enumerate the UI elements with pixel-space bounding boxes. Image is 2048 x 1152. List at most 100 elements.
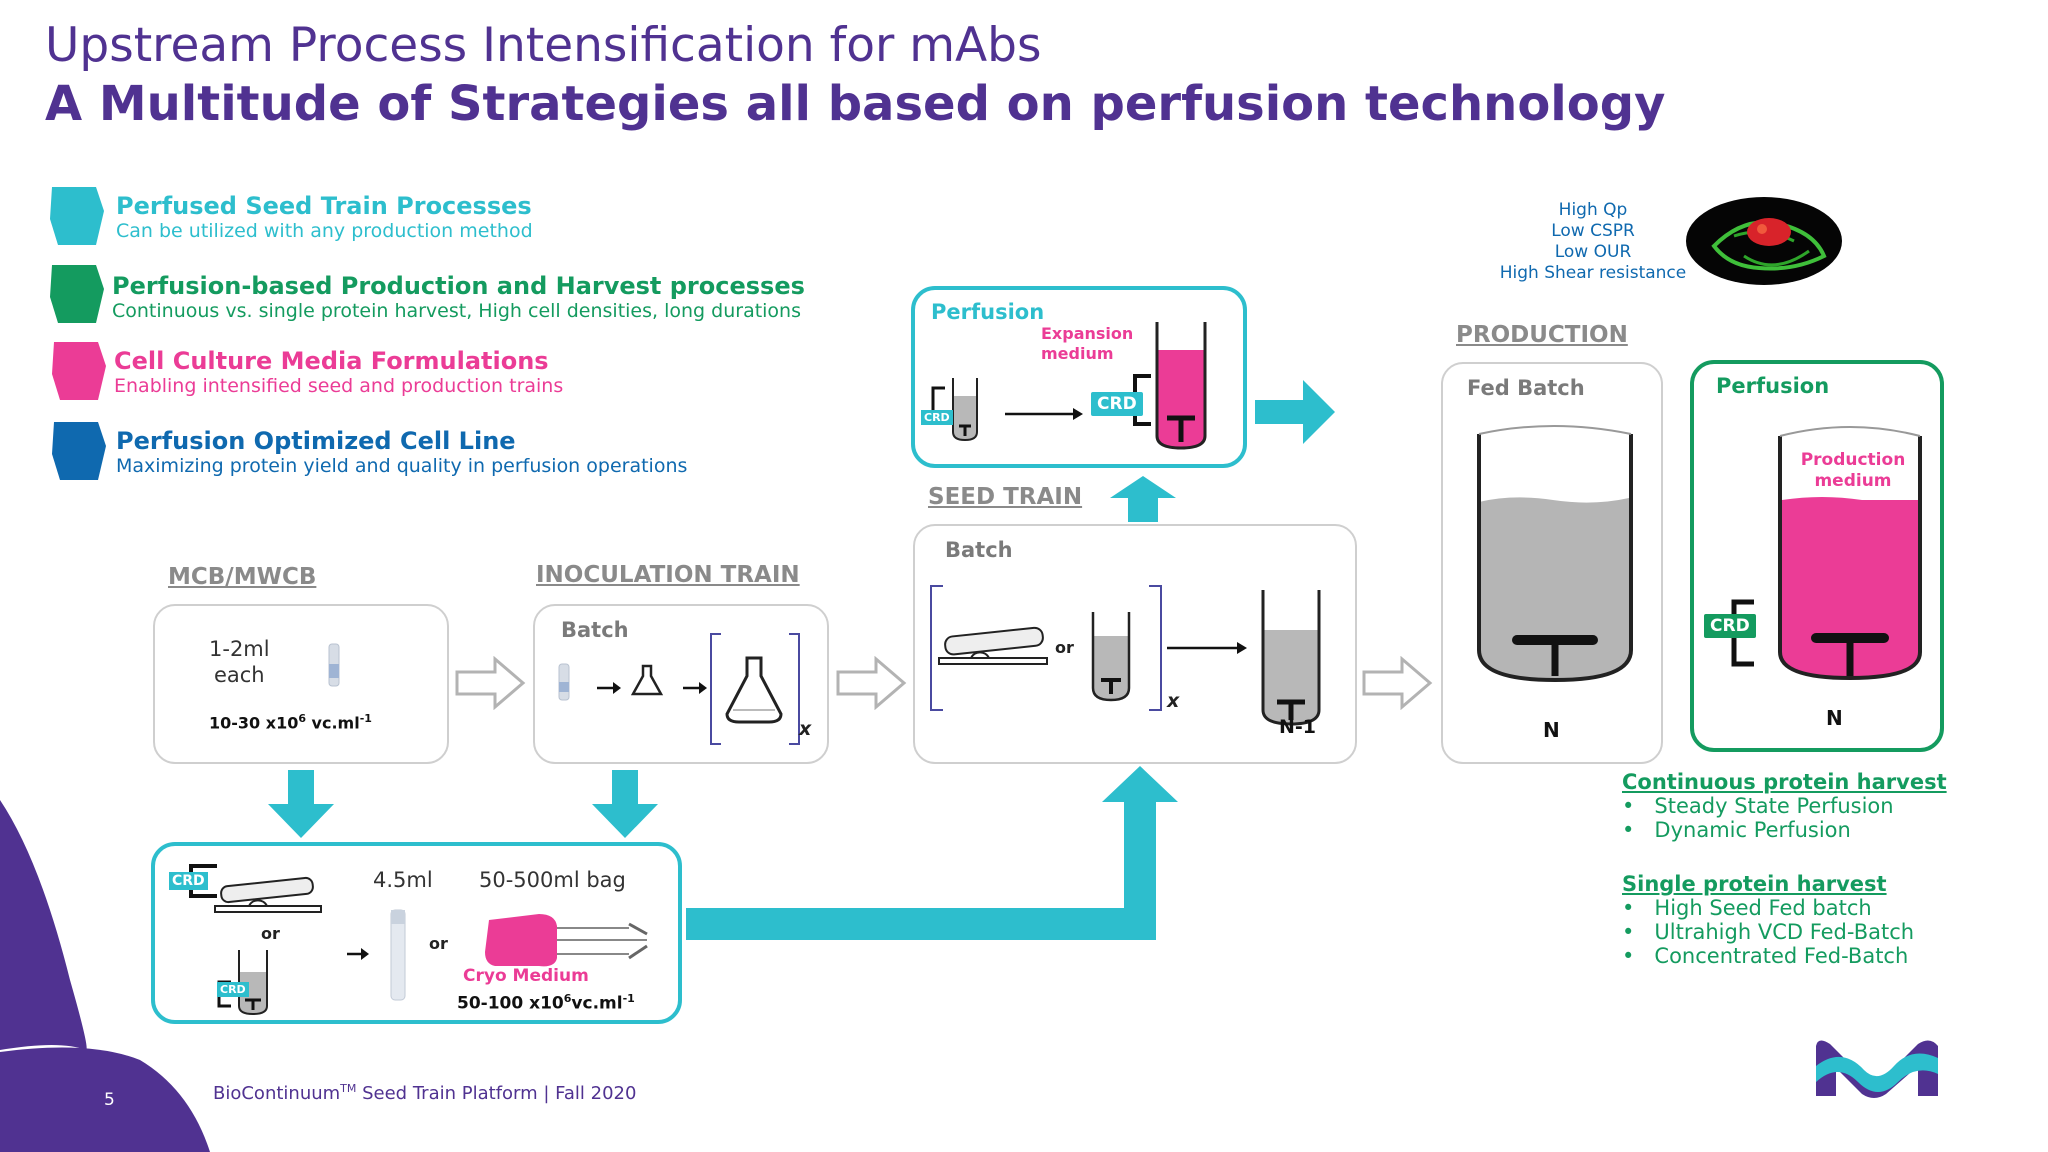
harvest-item: • Concentrated Fed-Batch <box>1622 944 1909 968</box>
legend-item-media: Cell Culture Media Formulations Enabling… <box>114 347 563 397</box>
seed-train-diagram <box>930 585 1321 726</box>
fed-batch-label: Fed Batch <box>1467 376 1585 400</box>
legend-shape-blue <box>52 422 106 480</box>
flask-icon <box>725 656 783 724</box>
harvest-item: • Dynamic Perfusion <box>1622 818 1851 842</box>
legend-title: Cell Culture Media Formulations <box>114 347 549 375</box>
crd-badge: CRD <box>921 410 953 425</box>
cryo-or: or <box>261 924 280 943</box>
crd-badge: CRD <box>169 872 208 890</box>
decorative-shape <box>0 800 210 1152</box>
bioreactor-icon <box>1477 425 1633 683</box>
bioreactor-icon <box>1778 426 1922 680</box>
mcb-density: 10-30 x106 vc.ml-1 <box>209 712 372 733</box>
perfusion-production-stage: N <box>1826 706 1843 730</box>
seed-train-or: or <box>1055 638 1074 657</box>
harvest-single: Single protein harvest • High Seed Fed b… <box>1622 872 1914 968</box>
flow-arrow-cryo-to-seed <box>686 766 1178 940</box>
perfusion-seed-diagram <box>931 322 1207 450</box>
legend-item-production: Perfusion-based Production and Harvest p… <box>112 272 805 322</box>
footer-text: BioContinuumTM Seed Train Platform | Fal… <box>213 1082 637 1104</box>
legend-item-cell-line: Perfusion Optimized Cell Line Maximizing… <box>116 427 687 477</box>
flow-arrow-hollow <box>1362 656 1433 710</box>
bioreactor-icon <box>1155 322 1207 450</box>
flask-icon <box>630 664 664 696</box>
fed-batch-box: Fed Batch N <box>1441 362 1663 764</box>
cell-image <box>1686 197 1842 285</box>
perfusion-seed-box: Perfusion Expansion medium CRD CRD <box>911 286 1247 468</box>
cryo-or: or <box>429 934 448 953</box>
harvest-heading: Single protein harvest <box>1622 872 1887 896</box>
crd-badge: CRD <box>217 982 249 997</box>
seed-train-label: Batch <box>945 538 1013 562</box>
cell-prop: Low CSPR <box>1551 221 1635 241</box>
company-logo <box>1816 1040 1938 1098</box>
legend-title: Perfused Seed Train Processes <box>116 192 532 220</box>
harvest-item: • Ultrahigh VCD Fed-Batch <box>1622 920 1915 944</box>
bioreactor-icon <box>1091 612 1131 702</box>
cell-prop: High Shear resistance <box>1499 263 1687 283</box>
vial-icon <box>390 909 406 1001</box>
inoculation-label: Batch <box>561 618 629 642</box>
perfusion-production-diagram <box>1731 426 1922 680</box>
flow-arrow-down-cyan <box>592 770 658 838</box>
legend-sub: Can be utilized with any production meth… <box>116 220 533 242</box>
expansion-medium-label: Expansion medium <box>1041 324 1134 363</box>
mcb-volume: 1-2ml each <box>209 637 270 687</box>
inoculation-diagram <box>558 633 800 745</box>
page-title: Upstream Process Intensification for mAb… <box>45 18 1042 73</box>
harvest-item: • Steady State Perfusion <box>1622 794 1894 818</box>
legend-shape-pink <box>52 342 106 400</box>
cryo-volume-bag: 50-500ml bag <box>479 868 626 892</box>
flow-arrow-hollow <box>836 656 907 710</box>
flow-arrow-cyan <box>1255 380 1335 444</box>
bioreactor-icon <box>952 378 978 442</box>
harvest-item: • High Seed Fed batch <box>1622 896 1872 920</box>
page-number: 5 <box>104 1090 115 1110</box>
crd-badge: CRD <box>1704 614 1756 638</box>
inoculation-box: Batch x <box>533 604 829 764</box>
bioreactor-icon <box>1261 590 1321 726</box>
page-subtitle: A Multitude of Strategies all based on p… <box>45 76 1666 132</box>
legend-sub: Maximizing protein yield and quality in … <box>116 455 688 477</box>
cryo-volume-vial: 4.5ml <box>373 868 433 892</box>
cryo-bag-icon <box>485 914 648 967</box>
legend-sub: Continuous vs. single protein harvest, H… <box>112 300 802 322</box>
production-medium-label: Production medium <box>1800 450 1906 491</box>
seed-train-box: Batch or x N-1 <box>913 524 1357 764</box>
seed-train-multiplier: x <box>1167 690 1180 712</box>
cell-prop: High Qp <box>1558 200 1628 220</box>
legend-title: Perfusion Optimized Cell Line <box>116 427 516 455</box>
legend-title: Perfusion-based Production and Harvest p… <box>112 272 805 300</box>
legend-shapes <box>50 187 106 480</box>
seed-train-stage: N-1 <box>1279 716 1317 738</box>
perfusion-production-label: Perfusion <box>1716 374 1830 398</box>
legend-item-seed-train: Perfused Seed Train Processes Can be uti… <box>116 192 533 242</box>
perfusion-seed-label: Perfusion <box>931 300 1045 324</box>
cryo-medium-label: Cryo Medium <box>463 966 589 986</box>
rocking-bag-icon <box>214 876 322 913</box>
heading-mcb: MCB/MWCB <box>168 564 317 590</box>
fed-batch-stage: N <box>1543 718 1560 742</box>
legend-shape-cyan <box>50 187 104 245</box>
flow-arrow-up-cyan <box>1110 476 1176 522</box>
harvest-continuous: Continuous protein harvest • Steady Stat… <box>1622 770 1947 842</box>
vial-icon <box>328 643 340 687</box>
flow-arrow-down-cyan <box>268 770 334 838</box>
heading-production: PRODUCTION <box>1456 322 1628 348</box>
mcb-box: 1-2ml each 10-30 x106 vc.ml-1 <box>153 604 449 764</box>
heading-inoculation: INOCULATION TRAIN <box>536 562 800 588</box>
flow-arrow-hollow <box>455 656 526 710</box>
perfusion-production-box: Perfusion Production medium CRD N <box>1690 360 1944 752</box>
cryo-box: CRD CRD or or 4.5ml 50-500ml bag Cryo Me… <box>151 842 682 1024</box>
harvest-heading: Continuous protein harvest <box>1622 770 1947 794</box>
cell-prop: Low OUR <box>1554 242 1632 262</box>
legend-shape-green <box>50 265 104 323</box>
cryo-density: 50-100 x106vc.ml-1 <box>457 992 635 1014</box>
crd-badge: CRD <box>1091 392 1143 416</box>
heading-seed-train: SEED TRAIN <box>928 484 1083 510</box>
inoculation-multiplier: x <box>799 718 812 740</box>
cell-properties: High Qp Low CSPR Low OUR High Shear resi… <box>1488 200 1698 284</box>
legend-sub: Enabling intensified seed and production… <box>114 375 564 397</box>
rocking-bag-icon <box>938 626 1048 665</box>
